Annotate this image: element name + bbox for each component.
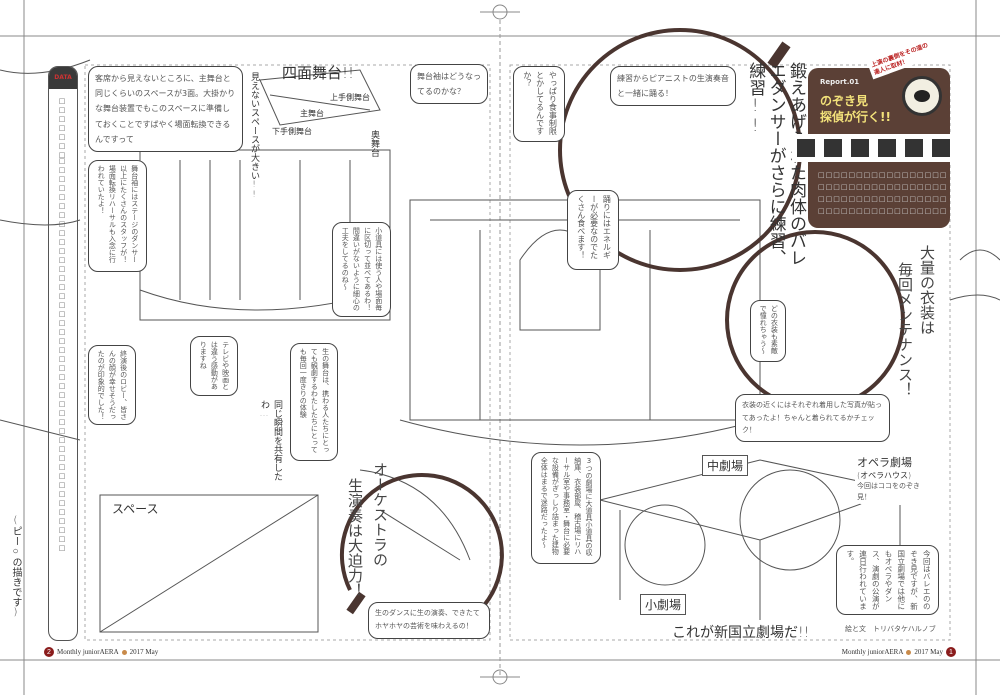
bubble-tv: テレビや映画とは違う感動がありますね	[190, 336, 238, 396]
margin-note: (ピー○の描きです)	[10, 515, 21, 618]
bubble-piano: 練習からピアニストの生演奏音と一緒に踊る！	[610, 66, 736, 107]
title-block	[822, 137, 844, 159]
eye-magnifier-icon	[902, 76, 942, 116]
bubble-info: 今回はバレエののぞき見ですが、新国立劇場では他にもオペラやダンス、演劇の公演が連…	[836, 545, 940, 615]
title-block	[903, 137, 925, 159]
magazine-name: Monthly juniorAERA	[841, 648, 904, 656]
report-body: □□□□□□□□□□□□□□□□□ □□□□□□□□□□□□□□□□□ □□□□…	[818, 170, 947, 218]
bubble-live: 生の舞台は、携わる人たちにとっても観劇するわたしたちにとっても毎回一度きりの体験	[290, 343, 338, 461]
page-number-left: 2	[44, 647, 54, 657]
title-block	[849, 137, 871, 159]
folio-left: 2 Monthly juniorAERA 2017 May	[44, 647, 158, 657]
label-small-theater: 小劇場	[640, 594, 687, 615]
bubble-orchestra: 生のダンスに生の演奏、できたてホヤホヤの芸術を味わえるの！	[368, 602, 490, 639]
bubble-maze: 3つの劇場に大道具小道具の収納庫、衣装部屋、稽古場にリハーサル室や事務室・舞台に…	[531, 452, 601, 564]
headline-costume-1: 大量の衣装は	[918, 245, 936, 335]
label-kamite: 上手側舞台	[330, 93, 370, 102]
report-card: Report.01 のぞき見 探偵が行く!! 上演の裏側をその道の達人に取材！ …	[792, 38, 955, 228]
bubble-wings: 客席から見えないところに、主舞台と同じくらいのスペースが3面。大掛かりな舞台装置…	[88, 66, 243, 152]
headline-orchestra-2: 生演奏は大迫力！	[346, 478, 364, 598]
bubble-energy: 踊りにはエネルギーが必要なのでたくさん食べます！	[567, 190, 620, 270]
credit: 絵と文 トリバタケハルノブ	[845, 625, 936, 633]
report-title-1: のぞき見	[820, 94, 869, 108]
report-body-line: □□□□□□□□□□□□□□□□□	[818, 194, 948, 203]
label-big-space: 見えないスペースが大きい!!	[249, 72, 259, 200]
bubble-diet-question: やっぱり食事制限とかしてるんですか？	[513, 66, 566, 142]
dot-icon	[906, 649, 912, 655]
label-back-stage: 奥舞台	[369, 130, 379, 157]
label-this-is-theater: これが新国立劇場だ!!	[672, 625, 810, 641]
headline-costume-2: 毎回メンテナンス！	[896, 262, 914, 397]
report-body-line: □□□□□□□□□□□□□□□□□	[818, 171, 948, 179]
issue: 2017 May	[914, 648, 943, 656]
bubble-props: 小道具には使う人や場面毎に区切って並べてあるわ！間違いがないように細心の工夫をし…	[332, 222, 391, 317]
label-shimote: 下手側舞台	[272, 127, 312, 136]
report-title-2: 探偵が行く!!	[820, 110, 891, 124]
bubble-staff: 舞台袖にはステージのダンサー以上にたくさんのスタッフが！場面転換リハーサルも入念…	[88, 160, 147, 272]
label-opera: オペラ劇場	[857, 456, 912, 469]
title-block	[930, 137, 952, 159]
label-four-stage: 四面舞台!!	[282, 64, 355, 82]
label-shared: 同じ瞬間を共有したわ…	[259, 400, 282, 481]
title-block	[876, 137, 898, 159]
report-body-line: □□□□□□□□□□□□□□□□□	[818, 182, 948, 191]
page-number-right: 1	[946, 647, 956, 657]
data-line-2: □□□□□□□□□□□□□□□□□□□□□□□□□□□□□□□□□□□□□□□□…	[58, 157, 66, 553]
label-main-stage: 主舞台	[300, 109, 324, 118]
report-body-line: □□□□□□□□□□□□□□□□□	[818, 206, 948, 215]
magazine-name: Monthly juniorAERA	[57, 648, 119, 656]
report-label: Report.01	[820, 78, 860, 86]
title-block	[795, 137, 817, 159]
data-line-1: □□□□□□□	[58, 97, 66, 160]
bubble-costume-question: どの衣装も素敵で憧れちゃう〜	[750, 300, 787, 362]
space-placeholder: スペース	[112, 502, 159, 516]
label-opera-house: (オペラハウス)	[857, 471, 912, 480]
headline-orchestra-1: オーケストラの	[371, 462, 389, 567]
data-sidebar: DATA □□□□□□□ □□□□□□□□□□□□□□□□□□□□□□□□□□□…	[48, 66, 78, 641]
dot-icon	[121, 649, 127, 655]
folio-right: Monthly juniorAERA 2017 May 1	[842, 647, 956, 657]
issue: 2017 May	[129, 648, 159, 656]
label-middle-theater: 中劇場	[702, 455, 749, 476]
bubble-lobby: 終演後のロビー、皆さんの顔が幸せそうだったのが印象的でした！	[88, 345, 136, 425]
bubble-photo: 衣装の近くにはそれぞれ着用した写真が貼ってあったよ！ちゃんと着られてるかチェック…	[735, 394, 890, 442]
opera-label-box: オペラ劇場 (オペラハウス) 今回はココをのぞき見！	[855, 452, 933, 506]
data-header: DATA	[49, 67, 77, 89]
label-opera-sub: 今回はココをのぞき見！	[857, 482, 920, 502]
report-blocks	[792, 134, 955, 162]
bubble-sode-question: 舞台袖はどうなってるのかな？	[410, 64, 488, 105]
headline-dancer: 鍛えあげられた肉体のバレエダンサーがさらに練習、練習!!	[745, 62, 806, 266]
